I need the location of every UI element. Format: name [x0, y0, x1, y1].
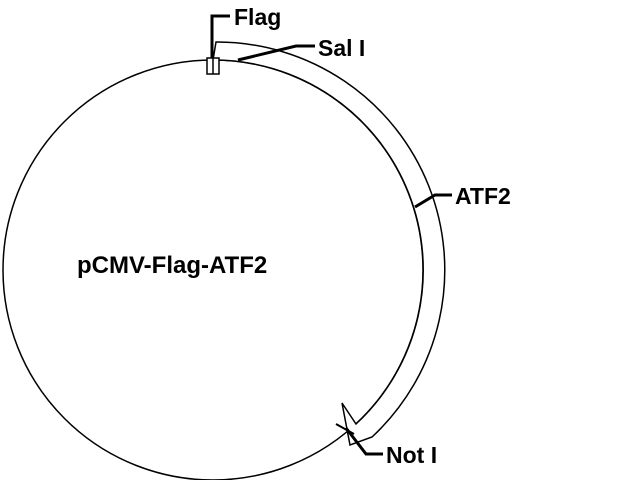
- flag-leader-line: [210, 14, 230, 58]
- not1-leader-line: [344, 427, 383, 456]
- atf2-leader-line: [414, 193, 452, 209]
- atf2-insert-arrow: [212, 41, 446, 447]
- sal1-leader-line: [237, 44, 315, 62]
- atf2-label: ATF2: [455, 183, 511, 209]
- plasmid-name-label: pCMV-Flag-ATF2: [77, 252, 267, 279]
- sal1-label: Sal I: [318, 35, 365, 61]
- not1-label: Not I: [386, 442, 437, 468]
- flag-label: Flag: [234, 4, 281, 30]
